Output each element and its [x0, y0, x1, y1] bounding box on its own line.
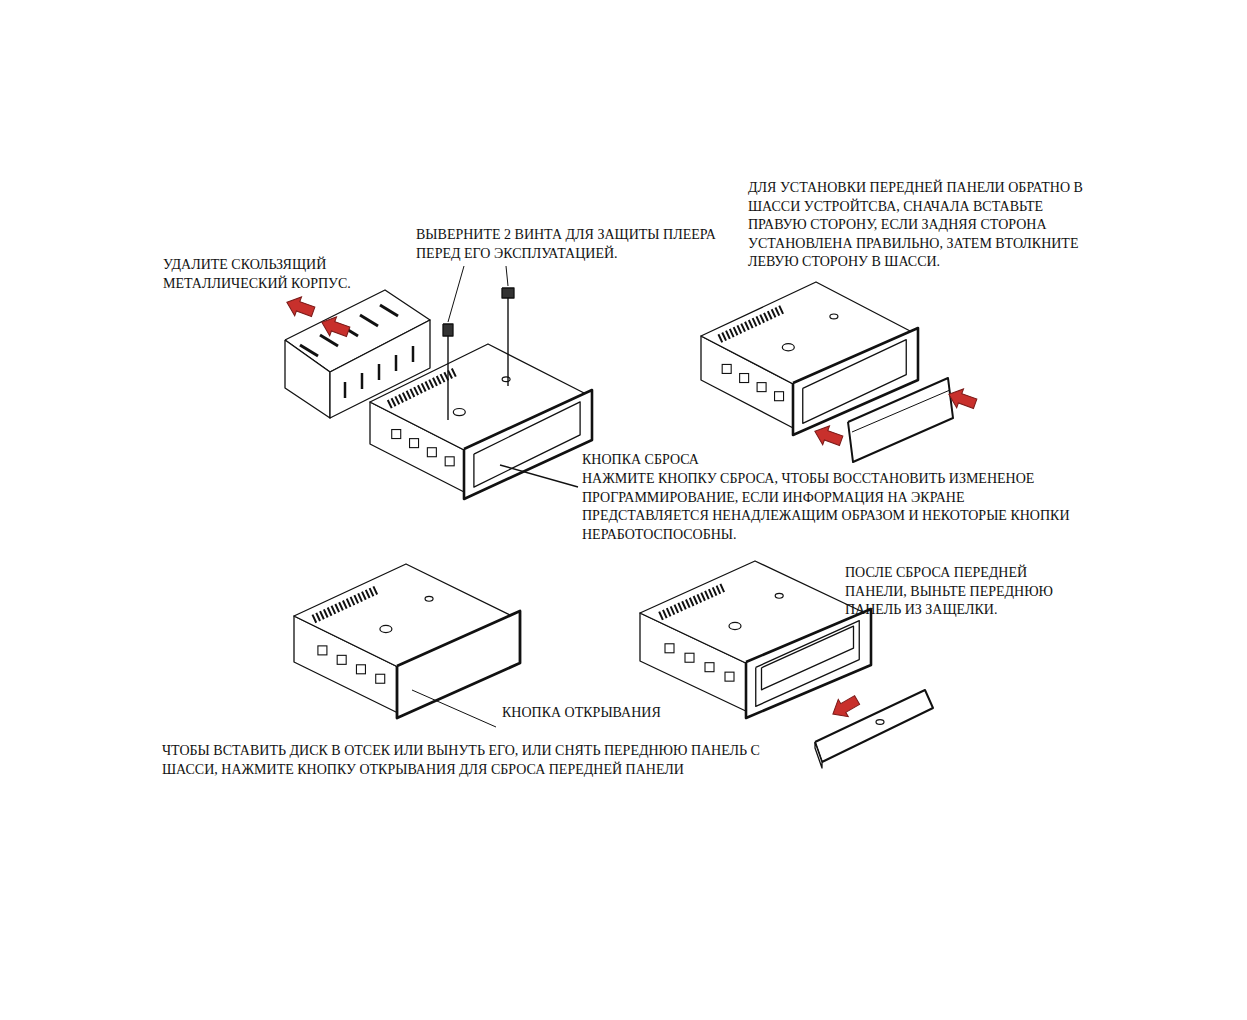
instruction-text: ПОСЛЕ СБРОСА ПЕРЕДНЕЙ ПАНЕЛИ, ВЫНЬТЕ ПЕР…	[845, 564, 1090, 620]
front-panel	[397, 611, 520, 718]
sleeve-side	[285, 340, 330, 418]
heat-sink-fins	[389, 372, 455, 404]
side-connector	[757, 383, 766, 392]
unit-front	[750, 613, 865, 713]
red-arrow	[811, 422, 844, 450]
instruction-text: ЧТОБЫ ВСТАВИТЬ ДИСК В ОТСЕК ИЛИ ВЫНУТЬ Е…	[162, 742, 780, 779]
side-connector	[722, 364, 731, 373]
screw-head	[502, 288, 514, 298]
sleeve-slot	[361, 373, 364, 389]
instruction-text: ДЛЯ УСТАНОВКИ ПЕРЕДНЕЙ ПАНЕЛИ ОБРАТНО В …	[748, 179, 1084, 272]
stereo-unit	[640, 561, 871, 718]
panel-edge	[852, 390, 950, 432]
stereo-unit	[370, 344, 592, 499]
disc-slot	[762, 626, 854, 690]
panel-end	[815, 742, 822, 768]
red-arrow	[318, 313, 351, 341]
screw-hole	[782, 344, 794, 351]
side-connector	[705, 663, 714, 672]
sleeve-tab	[320, 335, 338, 346]
red-arrow	[828, 691, 862, 722]
side-connector	[665, 644, 674, 653]
side-connector	[392, 430, 401, 439]
instruction-text: КНОПКА ОТКРЫВАНИЯ	[502, 704, 661, 723]
side-connector	[775, 392, 784, 401]
side-connector	[337, 655, 346, 664]
sleeve-slot	[412, 346, 415, 362]
heat-sink-fins	[719, 309, 783, 339]
screw-hole	[775, 593, 783, 598]
instruction-text: КНОПКА СБРОСА	[582, 451, 699, 470]
front-bezel	[464, 390, 592, 499]
side-connector	[356, 665, 365, 674]
red-arrow	[283, 293, 316, 321]
leader-line	[412, 690, 496, 727]
instruction-text: ВЫВЕРНИТЕ 2 ВИНТА ДЛЯ ЗАЩИТЫ ПЛЕЕРА ПЕРЕ…	[416, 226, 731, 263]
screw-hole	[502, 377, 510, 382]
screw-hole	[380, 625, 392, 632]
side-connector	[725, 672, 734, 681]
panel-face	[815, 690, 933, 762]
panel-face	[848, 378, 953, 462]
sleeve-slot	[378, 364, 381, 380]
leader-line	[448, 266, 464, 322]
red-arrow	[828, 691, 862, 722]
instruction-text: НАЖМИТЕ КНОПКУ СБРОСА, ЧТОБЫ ВОССТАНОВИТ…	[582, 470, 1078, 544]
screw-hole	[425, 596, 433, 601]
screw-shaft	[507, 296, 508, 386]
red-arrow	[945, 385, 978, 413]
side-connector	[445, 457, 454, 466]
screw-hole	[876, 720, 884, 725]
red-arrow	[283, 293, 316, 321]
sleeve-tab	[360, 315, 378, 326]
side-connector	[427, 448, 436, 457]
sleeve-slot	[344, 382, 347, 398]
screw-head	[443, 324, 453, 336]
red-arrow	[318, 313, 351, 341]
sleeve-tab	[380, 305, 398, 316]
bezel-inner	[756, 621, 860, 707]
sleeve-tab	[300, 345, 318, 356]
instruction-text: УДАЛИТЕ СКОЛЬЗЯЩИЙ МЕТАЛЛИЧЕСКИЙ КОРПУС.	[163, 256, 398, 293]
heat-sink-fins	[660, 587, 724, 616]
side-connector	[740, 374, 749, 383]
stereo-unit	[294, 564, 520, 718]
heat-sink-fins	[313, 590, 376, 619]
red-arrow	[945, 385, 978, 413]
sleeve-slot	[395, 355, 398, 371]
screw-hole	[729, 622, 741, 629]
leader-line	[506, 266, 508, 286]
side-connector	[410, 439, 419, 448]
screw-hole	[830, 314, 838, 319]
side-connector	[318, 646, 327, 655]
side-connector	[685, 653, 694, 662]
red-arrow	[811, 422, 844, 450]
screw-hole	[453, 409, 465, 416]
side-connector	[376, 674, 385, 683]
leader-line	[500, 465, 578, 487]
screw-shaft	[447, 336, 448, 420]
bezel-inner	[474, 402, 580, 487]
